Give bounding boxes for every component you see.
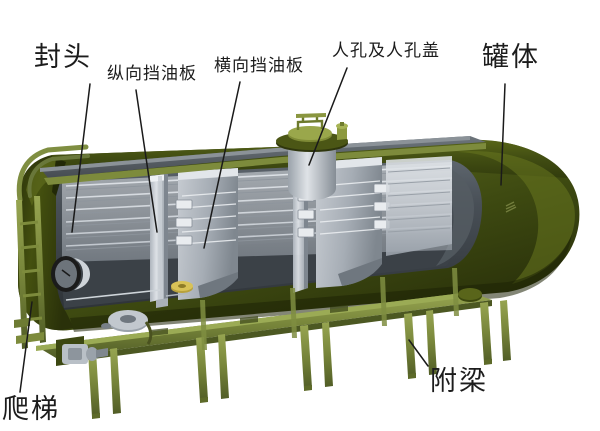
- rear-outlet: [458, 288, 482, 302]
- leader-end-cap: [71, 83, 91, 233]
- leader-longitudinal-baffle: [135, 89, 158, 233]
- label-transverse-baffle: 横向挡油板: [214, 56, 304, 76]
- label-tank-shell: 罐体: [482, 42, 540, 73]
- leader-attached-beam: [408, 339, 429, 367]
- leader-tank-shell: [500, 83, 506, 186]
- label-end-cap: 封头: [34, 42, 92, 73]
- label-manhole: 人孔及人孔盖: [332, 41, 440, 61]
- leader-manhole: [308, 67, 348, 166]
- breather-valve: [336, 122, 348, 140]
- floor-drain-line-2: [165, 292, 191, 297]
- top-deck-catwalk: [40, 136, 486, 185]
- right-inner-sheeting: [386, 156, 452, 256]
- internal-pipe: [156, 181, 168, 308]
- shell-emblem: [505, 201, 517, 213]
- floor-drain-line: [65, 289, 161, 301]
- manhole-handle-bar: [296, 113, 326, 118]
- label-ladder: 爬梯: [2, 394, 60, 425]
- gauge-flange: [51, 256, 90, 292]
- leader-lines: [19, 67, 506, 393]
- ladder: [14, 144, 90, 349]
- bottom-drain-flange: [101, 310, 153, 345]
- outlet-valve-assembly: [56, 336, 108, 366]
- manhole-assembly: [276, 113, 348, 200]
- label-longitudinal-baffle: 纵向挡油板: [107, 64, 197, 84]
- leader-transverse-baffle: [203, 81, 241, 249]
- transverse-baffle-left: [178, 168, 238, 300]
- leader-ladder: [19, 301, 33, 393]
- floor-fitting: [171, 281, 193, 293]
- support-legs: [88, 268, 511, 419]
- label-attached-beam: 附梁: [430, 366, 488, 397]
